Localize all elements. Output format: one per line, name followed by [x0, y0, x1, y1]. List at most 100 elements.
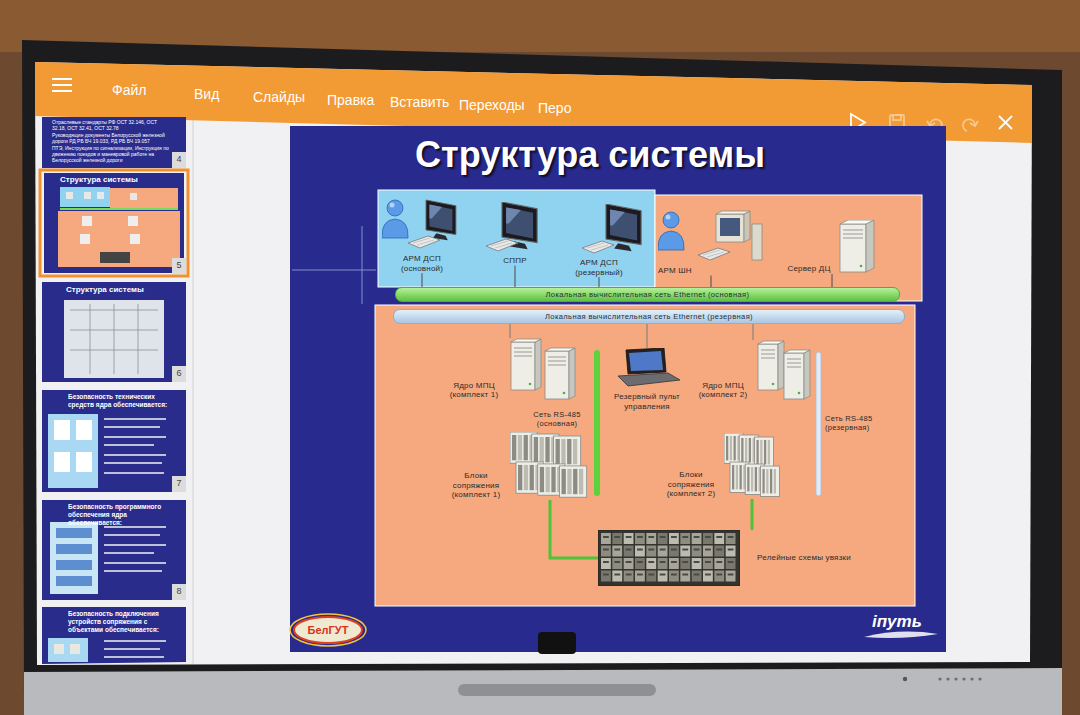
rack-icon	[732, 465, 734, 489]
thumbnail	[56, 576, 92, 586]
thumbnail	[104, 526, 166, 572]
relay-picture	[612, 558, 622, 569]
relay-picture	[669, 546, 679, 557]
relay-picture	[714, 558, 724, 569]
node-caption: Блоки сопряжения (комплект 1)	[446, 471, 506, 500]
interlocking-zone	[375, 305, 915, 606]
relay-picture	[716, 574, 722, 576]
workstation-icon	[606, 204, 641, 245]
network-band: Локальная вычислительная сеть Ethernet (…	[393, 309, 905, 324]
rack-icon	[755, 467, 757, 491]
thumbnail	[82, 216, 92, 226]
laptop-icon	[629, 351, 663, 371]
relay-picture	[598, 530, 740, 586]
relay-picture	[680, 533, 690, 544]
thumbnail	[104, 436, 166, 438]
connector-line	[753, 324, 754, 340]
relay-picture	[614, 549, 620, 551]
thumbnail	[54, 420, 70, 440]
relay-picture	[601, 546, 611, 557]
relay-picture	[694, 561, 700, 563]
thumbnail	[172, 366, 186, 382]
workstation-icon	[502, 202, 537, 243]
relay-picture	[669, 558, 679, 569]
relay-picture	[614, 536, 620, 538]
relay-picture	[603, 561, 609, 563]
relay-picture	[626, 574, 632, 576]
workstation: СППР	[486, 202, 544, 266]
relay-picture	[624, 546, 634, 557]
workstation-icon	[606, 204, 641, 251]
menu-item: Вставить	[390, 94, 449, 111]
workstation-icon	[417, 240, 434, 245]
rack-icon	[749, 438, 751, 462]
server-icon	[804, 350, 810, 399]
slide-background	[290, 126, 946, 652]
relay-picture	[658, 571, 668, 582]
thumbnail	[97, 192, 104, 199]
relay-picture	[612, 571, 622, 582]
workstation-icon	[716, 214, 744, 242]
menu-item: Файл	[112, 82, 146, 99]
server-icon	[758, 344, 778, 390]
relay-picture	[612, 546, 622, 557]
workstation-icon	[486, 239, 518, 251]
thumbnail	[114, 304, 115, 374]
workstation-icon	[698, 248, 730, 260]
relay-picture	[705, 536, 711, 538]
server-icon	[787, 367, 801, 368]
thumbnail	[128, 216, 138, 226]
server-icon	[778, 341, 784, 390]
workstation: АРМ ДСП (резервный)	[552, 204, 646, 277]
decor-lines	[292, 226, 376, 304]
relay-picture	[648, 536, 654, 538]
rack-icon	[734, 436, 736, 460]
server-icon	[836, 220, 878, 274]
server-icon	[545, 351, 569, 399]
thumbnail	[56, 544, 92, 554]
connector-line	[711, 276, 712, 287]
relay-picture	[716, 561, 722, 563]
relay-picture	[624, 558, 634, 569]
node-caption: АРМ ШН	[658, 266, 728, 276]
menu-item: Слайды	[253, 89, 305, 106]
server-icon	[843, 234, 863, 235]
close-icon	[999, 116, 1012, 129]
relay-picture	[671, 574, 677, 576]
relay-picture	[635, 571, 645, 582]
node-caption: Ядро МПЦ (комплект 2)	[694, 381, 752, 400]
thumbnail	[130, 234, 140, 244]
thumbnail	[172, 584, 186, 600]
rack-icon	[770, 469, 772, 493]
workstation-icon	[582, 241, 614, 253]
university-logo	[294, 617, 362, 643]
server-icon	[514, 348, 532, 349]
relay-picture	[728, 536, 734, 538]
rack-icon	[524, 465, 528, 490]
interface-units: Блоки сопряжения (комплект 2)	[662, 433, 780, 499]
server-icon	[787, 363, 801, 364]
server-icon	[761, 350, 775, 351]
rack-icon	[510, 432, 590, 500]
relay-picture	[646, 558, 656, 569]
laptop-icon	[618, 373, 680, 386]
workstation-icon	[408, 236, 440, 248]
rs485-main-bus	[594, 350, 600, 496]
workstation-icon	[720, 218, 740, 236]
thumbnail	[60, 208, 178, 210]
indicator-dots	[938, 677, 941, 680]
relay-picture	[726, 558, 736, 569]
thumbnail	[104, 462, 162, 464]
thumbnail	[42, 282, 186, 382]
server-icon	[529, 383, 532, 386]
laptop-icon	[618, 348, 680, 386]
thumbnail	[104, 426, 160, 428]
server-icon	[545, 348, 575, 351]
relay-picture	[703, 546, 713, 557]
server-icon	[511, 339, 575, 399]
connector-line	[647, 324, 648, 348]
relay-picture	[660, 536, 666, 538]
laptop-icon	[612, 348, 682, 388]
rack-icon	[760, 440, 762, 464]
relay-picture	[598, 530, 740, 586]
